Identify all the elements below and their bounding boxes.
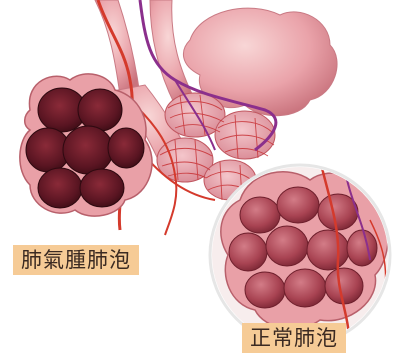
normal-alveoli-inset	[210, 165, 390, 345]
emphysema-alveoli-label: 肺氣腫肺泡	[13, 245, 139, 275]
normal-alveoli-label: 正常肺泡	[242, 323, 346, 353]
